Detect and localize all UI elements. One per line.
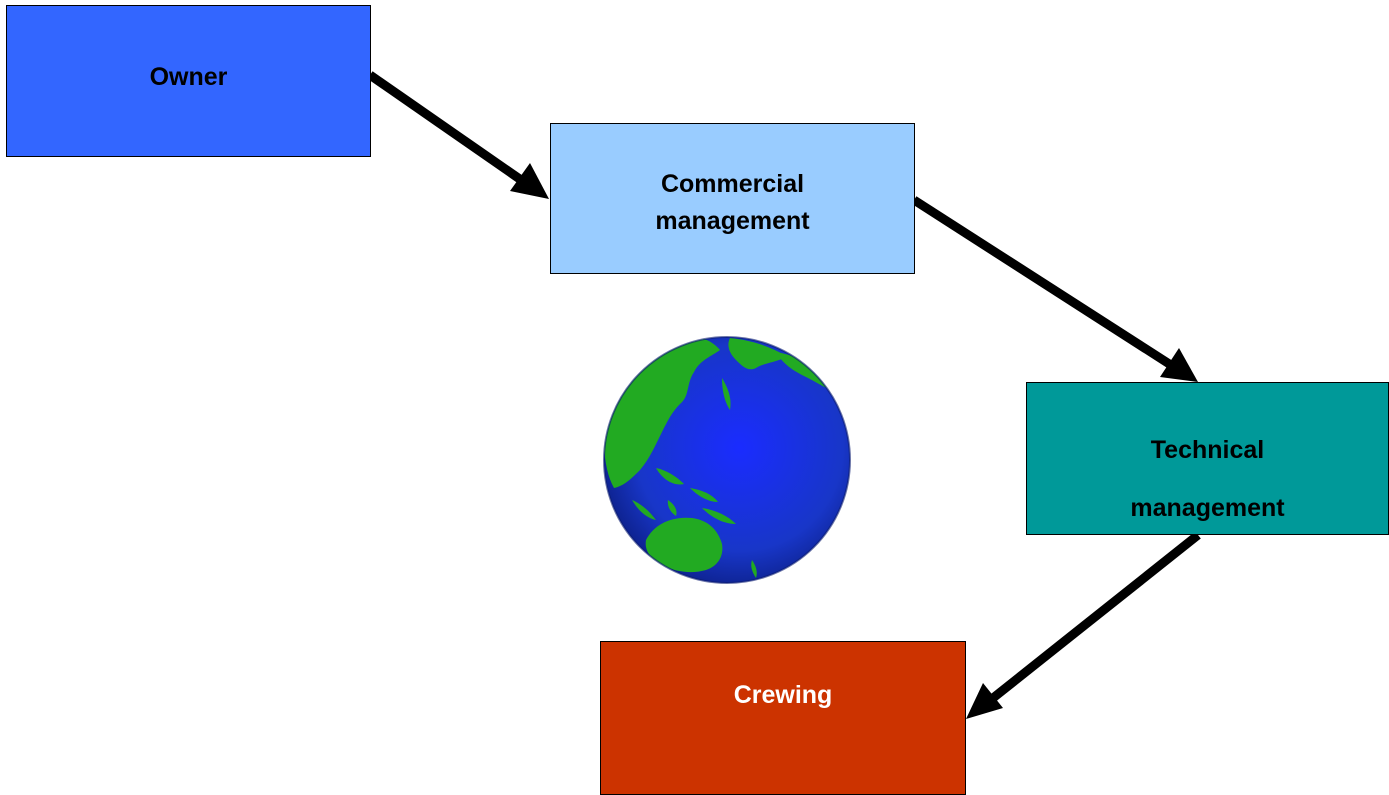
- arrow-commercial-to-technical: [911, 196, 1198, 382]
- node-crewing: Crewing: [600, 641, 966, 795]
- node-commercial-label-line1: Commercial: [660, 170, 805, 198]
- globe-icon: [603, 336, 851, 584]
- node-commercial-label-line2: management: [655, 207, 810, 235]
- node-technical-management: Technical management: [1026, 382, 1389, 535]
- node-commercial-management: Commercial management: [550, 123, 915, 274]
- node-owner-label: Owner: [149, 63, 228, 91]
- node-owner: Owner: [6, 5, 371, 157]
- node-technical-label-line2: management: [1130, 494, 1285, 522]
- arrow-owner-to-commercial: [367, 71, 549, 199]
- arrow-technical-to-crewing: [966, 531, 1201, 719]
- node-crewing-label: Crewing: [733, 681, 833, 709]
- node-technical-label-line1: Technical: [1150, 436, 1265, 464]
